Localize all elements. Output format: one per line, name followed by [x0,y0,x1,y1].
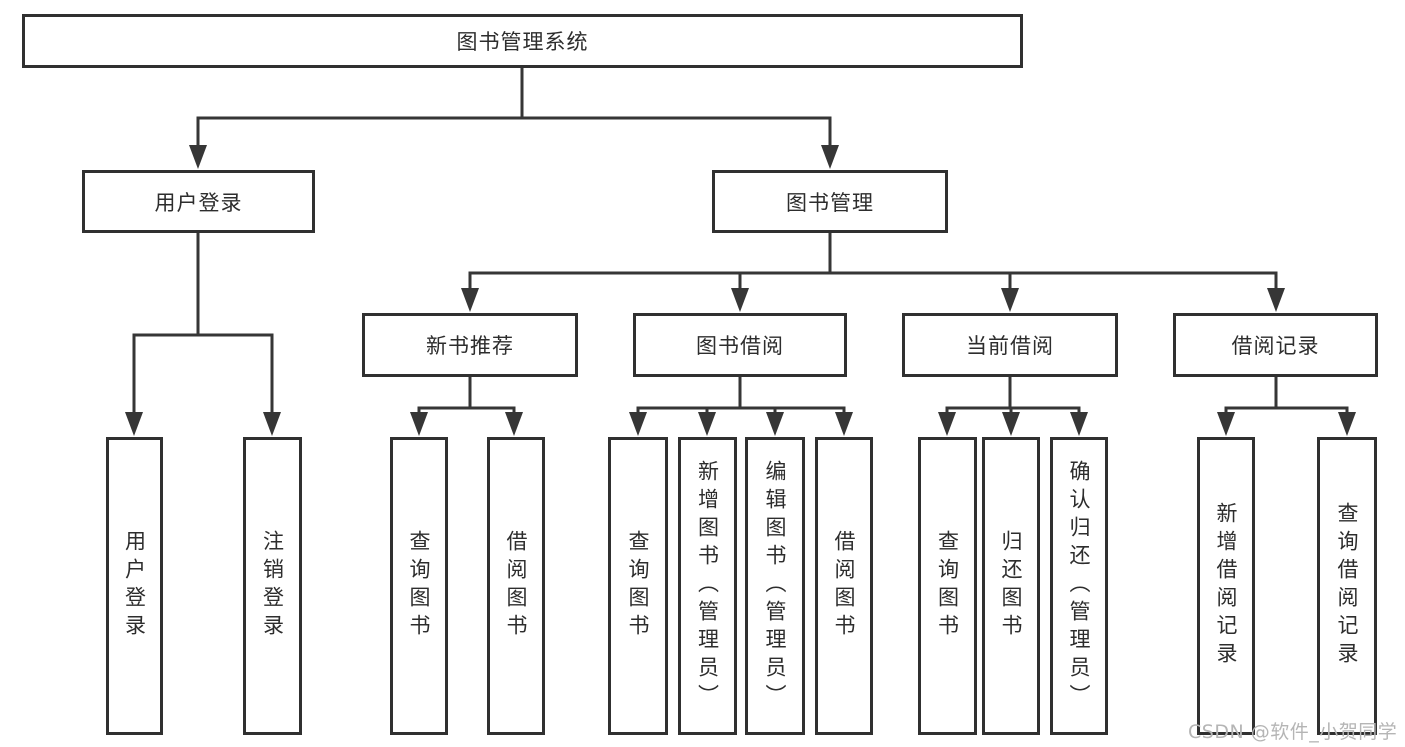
leaf-borrow-books: 借阅图书 [815,437,873,735]
node-book-mgmt-label: 图书管理 [786,190,874,215]
leaf-confirm-return-admin: 确认归还（管理员） [1050,437,1108,735]
leaf-edit-book-admin: 编辑图书（管理员） [745,437,805,735]
leaf-query-books-recommend: 查询图书 [390,437,448,735]
leaf-logout-label: 注销登录 [260,530,285,642]
leaf-query-borrow-record-label: 查询借阅记录 [1335,502,1359,670]
node-book-borrow-label: 图书借阅 [696,334,784,358]
leaf-return-books: 归还图书 [982,437,1040,735]
node-root-label: 图书管理系统 [456,30,589,54]
leaf-query-books-current: 查询图书 [918,437,977,735]
connector-book-mgmt-to-level3 [461,233,1285,312]
connector-root-to-level2 [189,68,839,169]
leaf-user-login-label: 用户登录 [122,530,147,642]
connector-user-login-to-leaves [125,233,281,436]
connector-new-book-to-leaves [410,377,523,436]
connector-current-borrow-to-leaves [938,377,1088,436]
leaf-add-borrow-record: 新增借阅记录 [1197,437,1255,735]
leaf-user-login: 用户登录 [106,437,163,735]
leaf-edit-book-admin-label: 编辑图书（管理员） [763,460,787,712]
leaf-query-borrow-record: 查询借阅记录 [1317,437,1377,735]
watermark: CSDN @软件_小贺同学 [1188,721,1398,743]
leaf-add-book-admin: 新增图书（管理员） [678,437,737,735]
connector-borrow-records-to-leaves [1217,377,1356,436]
leaf-add-borrow-record-label: 新增借阅记录 [1214,502,1238,670]
node-borrow-records-label: 借阅记录 [1231,334,1320,358]
node-book-mgmt: 图书管理 [712,170,948,233]
leaf-return-books-label: 归还图书 [999,530,1023,642]
node-book-borrow: 图书借阅 [633,313,847,377]
node-user-login-label: 用户登录 [154,190,243,215]
leaf-borrow-books-recommend-label: 借阅图书 [504,530,528,642]
leaf-borrow-books-label: 借阅图书 [832,530,856,642]
leaf-logout: 注销登录 [243,437,302,735]
leaf-borrow-books-recommend: 借阅图书 [487,437,545,735]
leaf-query-books-recommend-label: 查询图书 [407,530,431,642]
node-root: 图书管理系统 [22,14,1023,68]
leaf-confirm-return-admin-label: 确认归还（管理员） [1067,460,1091,712]
leaf-add-book-admin-label: 新增图书（管理员） [695,460,720,712]
leaf-query-books-borrow-label: 查询图书 [626,530,650,642]
node-current-borrow: 当前借阅 [902,313,1118,377]
node-current-borrow-label: 当前借阅 [966,334,1054,358]
leaf-query-books-current-label: 查询图书 [935,530,960,642]
node-new-book-recommend-label: 新书推荐 [426,334,514,358]
connector-book-borrow-to-leaves [629,377,853,436]
leaf-query-books-borrow: 查询图书 [608,437,668,735]
node-user-login: 用户登录 [82,170,315,233]
node-borrow-records: 借阅记录 [1173,313,1378,377]
node-new-book-recommend: 新书推荐 [362,313,578,377]
